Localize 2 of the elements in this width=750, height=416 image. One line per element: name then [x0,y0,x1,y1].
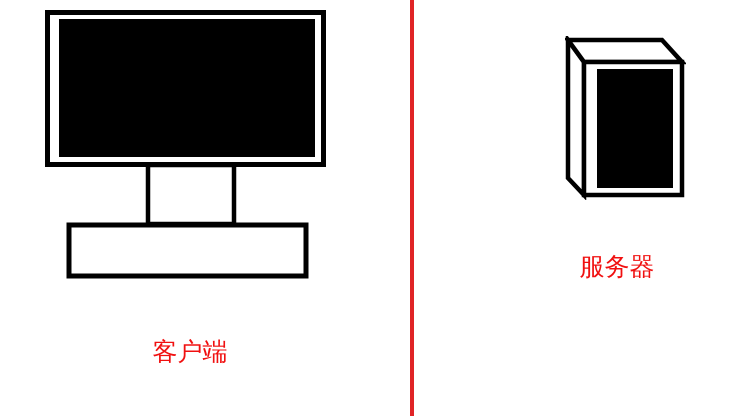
caption-label: 服务器 [578,253,656,283]
caption-label: 客户端 [152,338,228,368]
